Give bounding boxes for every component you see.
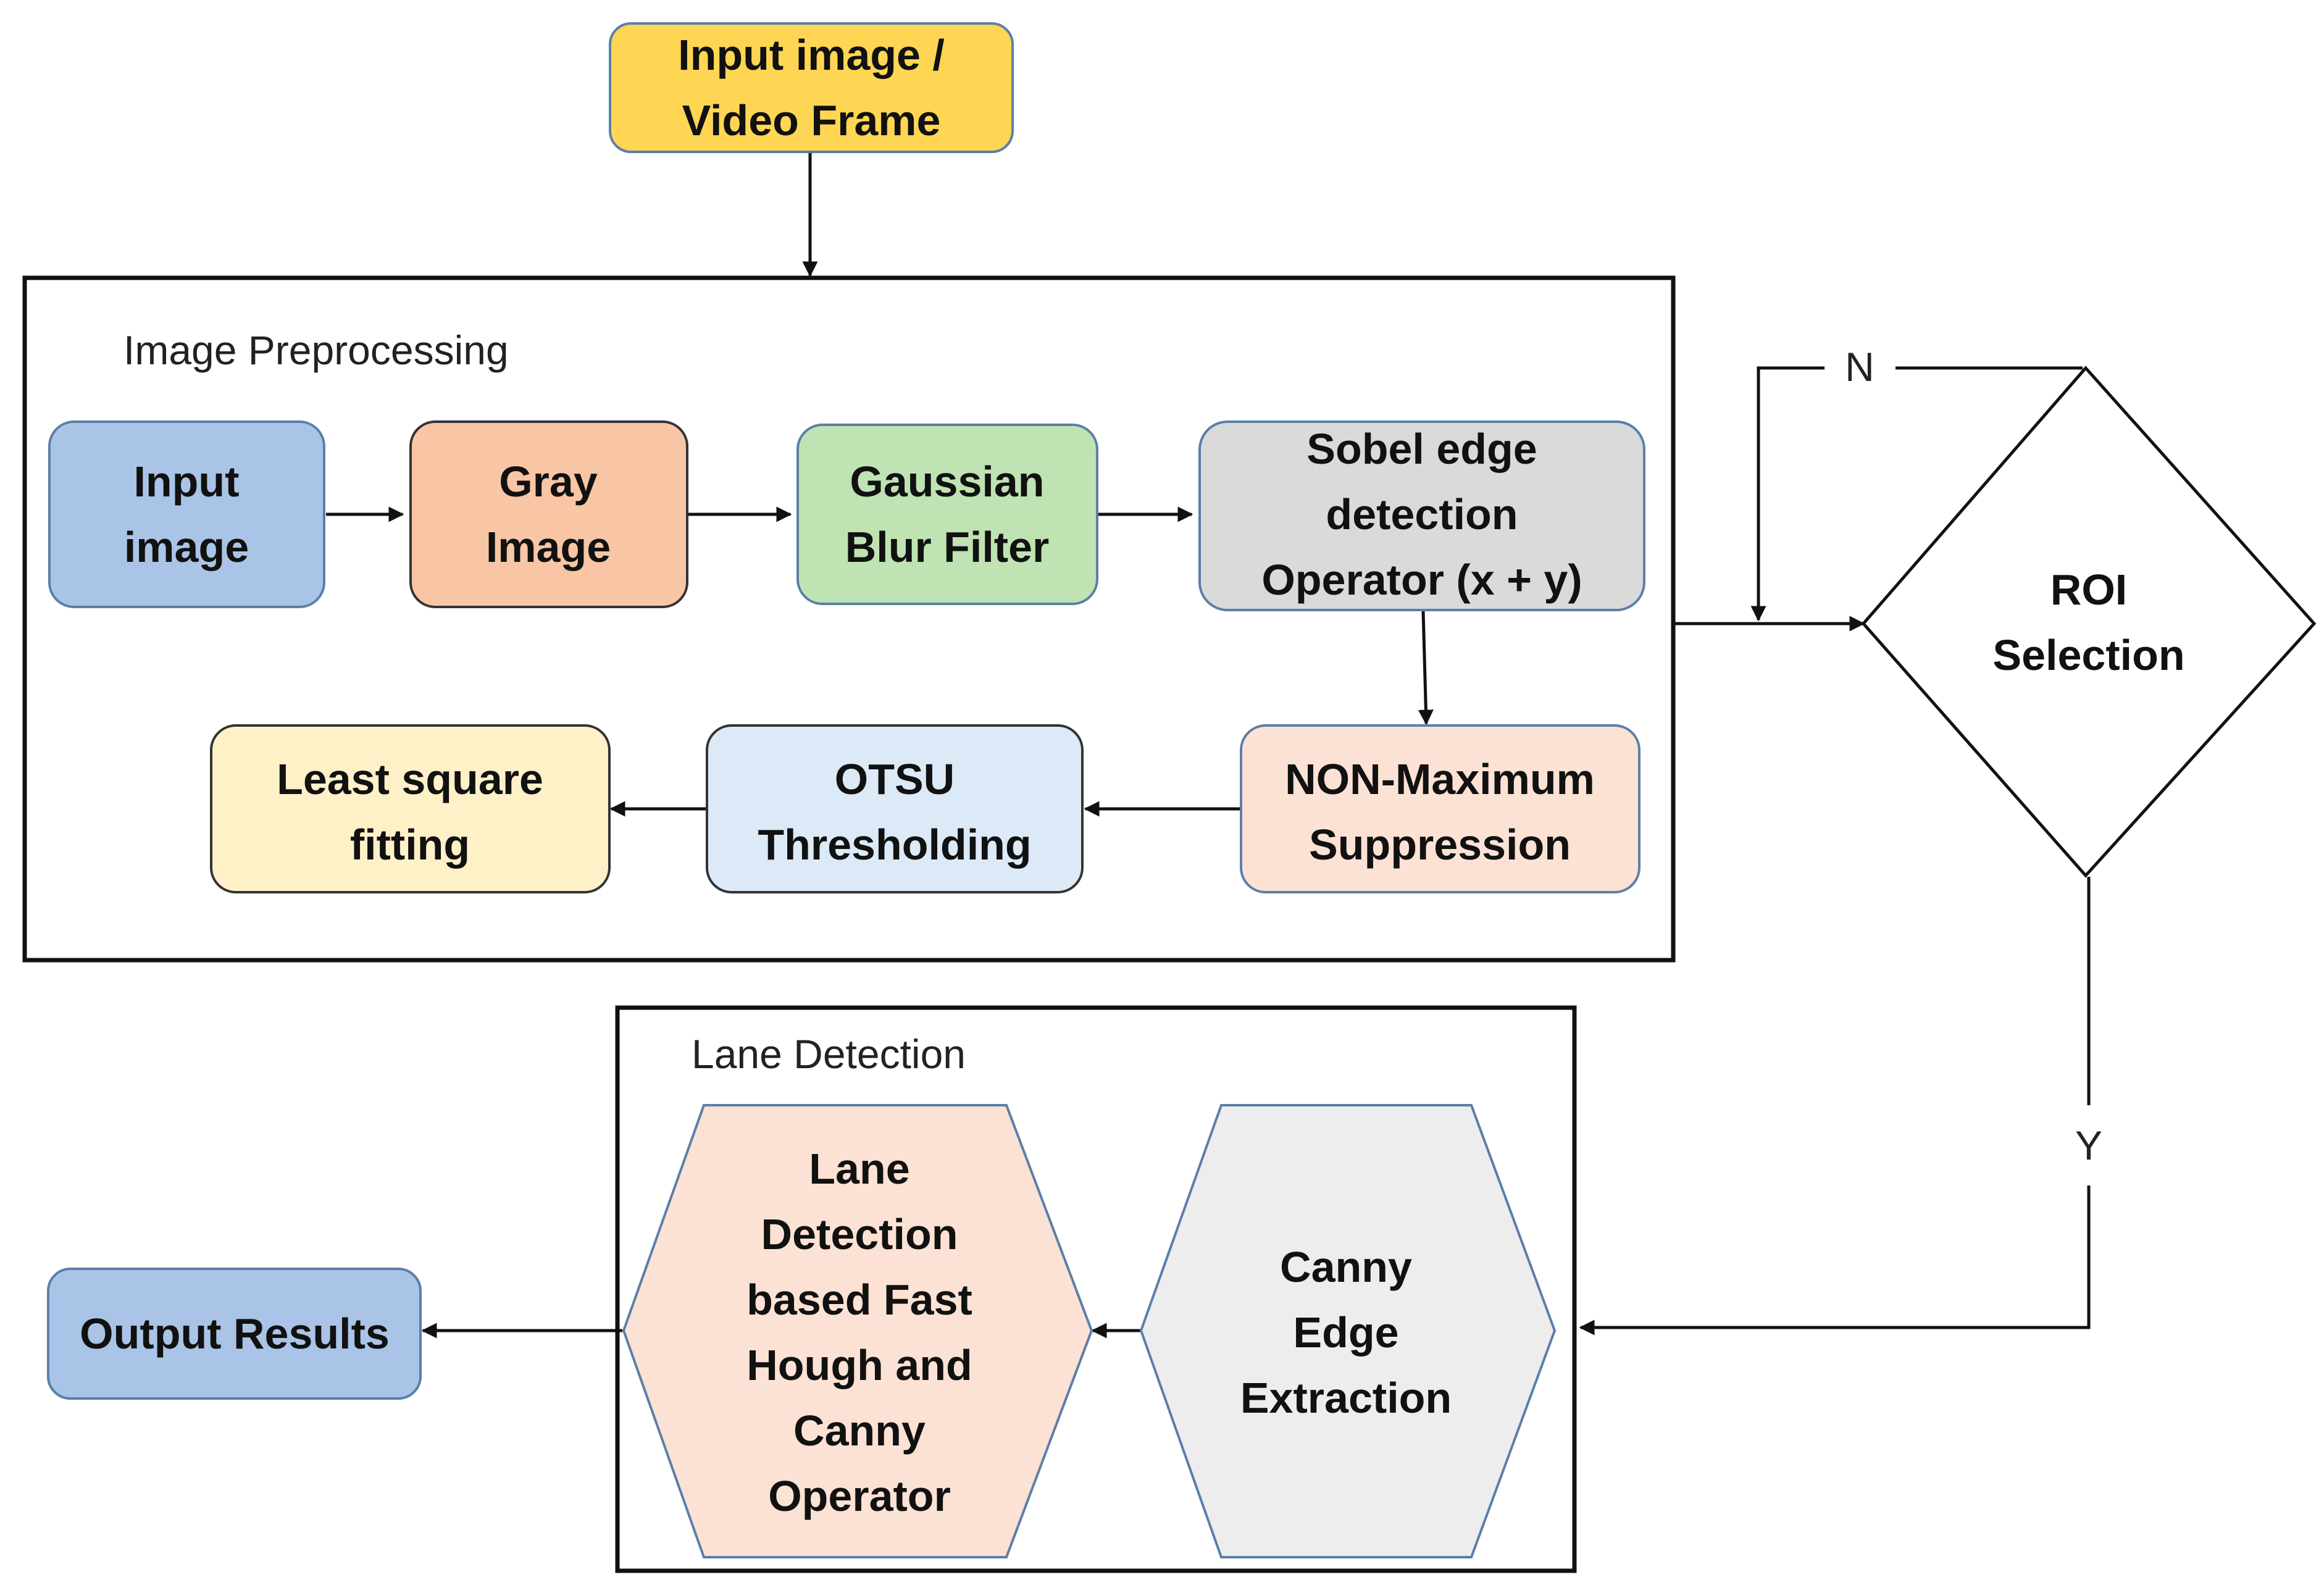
sobel-label-line: detection [1326, 490, 1518, 538]
sobel-label-line: Operator (x + y) [1261, 556, 1582, 604]
lane-hough-label-line: Detection [761, 1210, 958, 1258]
gray-image-label-line: Image [486, 523, 611, 571]
edge-roi-yes-b [1579, 1185, 2091, 1336]
edge-label-yes: Y [2075, 1123, 2102, 1168]
edge-sobel-to-nms [1418, 611, 1434, 725]
lane-hough-label-line: Lane [809, 1145, 909, 1193]
input-frame-label-line: Input image / [678, 31, 945, 79]
edge-label-no: N [1845, 344, 1875, 390]
roi-label-line: ROI [2050, 566, 2127, 614]
canny-label-line: Canny [1280, 1243, 1412, 1291]
canny-label-line: Extraction [1240, 1374, 1452, 1422]
svg-text:Output Results: Output Results [80, 1310, 390, 1358]
node-input-frame: Input image / Video Frame [609, 22, 1014, 153]
input-frame-label-line: Video Frame [682, 96, 941, 144]
gaussian-label-line: Blur Filter [845, 523, 1050, 571]
edges [326, 153, 2091, 1339]
nms-label-line: NON-Maximum [1285, 755, 1595, 803]
nodes: Input image / Video Frame Input image Gray… [47, 22, 2317, 1558]
lane-detection-group [615, 1005, 1577, 1573]
preprocessing-group [22, 275, 1676, 963]
sobel-label-line: Sobel edge [1306, 425, 1537, 473]
otsu-label-line: Thresholding [758, 821, 1031, 869]
svg-text:Input image /Video Frame: Input image / Video Frame [678, 31, 945, 144]
edge-roi-no-loop-b [1750, 366, 1825, 622]
otsu-label-line: OTSU [835, 755, 955, 803]
lane-hough-label-line: Hough and [746, 1341, 972, 1389]
canny-label-line: Edge [1293, 1308, 1398, 1357]
node-least-square-fitting: Least square fitting [210, 724, 611, 893]
least-square-label-line: Least square [277, 755, 543, 803]
lane-detection-group-label: Lane Detection [692, 1031, 966, 1077]
node-input-image: Input image [48, 420, 325, 608]
roi-label-line: Selection [1992, 631, 2184, 679]
nms-label-line: Suppression [1309, 821, 1571, 869]
input-image-label-line: Input [133, 458, 239, 506]
lane-hough-label-line: Operator [768, 1472, 951, 1520]
lane-hough-label-line: Canny [793, 1407, 926, 1455]
gray-image-label-line: Gray [499, 458, 598, 506]
node-roi-selection: ROI Selection [1861, 366, 2317, 878]
node-output-results: Output Results [47, 1268, 422, 1400]
gaussian-label-line: Gaussian [850, 458, 1044, 506]
lane-hough-label-line: based Fast [746, 1276, 972, 1324]
node-otsu-thresholding: OTSU Thresholding [706, 724, 1084, 893]
preprocessing-group-label: Image Preprocessing [123, 327, 509, 373]
least-square-label-line: fitting [350, 821, 470, 869]
output-label-line: Output Results [80, 1310, 390, 1358]
input-image-label-line: image [124, 523, 249, 571]
